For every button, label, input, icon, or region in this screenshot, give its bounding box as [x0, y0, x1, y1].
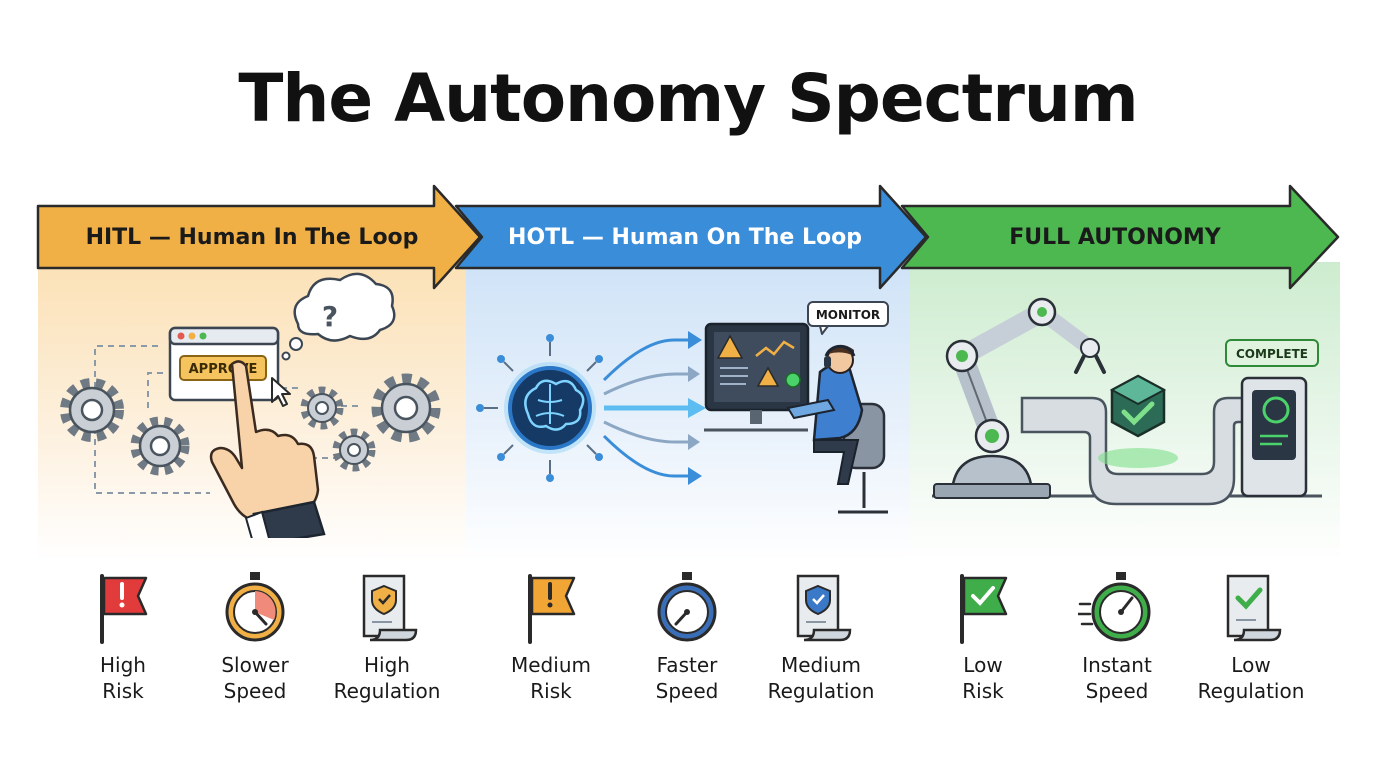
cube-package-icon: [1098, 374, 1178, 468]
hitl-stage-label: HITL — Human In The Loop: [85, 225, 419, 250]
question-mark-text: ?: [322, 300, 338, 333]
stopwatch-slow-icon: [225, 572, 285, 642]
cursor-icon: [271, 377, 291, 407]
monitor-desk: [704, 322, 810, 432]
gear-icon: [332, 428, 376, 472]
arrowhead-icons: [688, 331, 706, 485]
metric-line1: Faster: [656, 653, 718, 677]
red-flag-icon: [100, 574, 148, 644]
ai-brain-icon: [476, 334, 603, 482]
metric-line1: Instant: [1082, 653, 1152, 677]
metric-line1: Slower: [221, 653, 289, 677]
operator-person-icon: [786, 344, 888, 514]
regulation-scroll-check-icon: [1226, 574, 1282, 642]
metric-line2: Regulation: [767, 679, 875, 703]
robot-arm-icon: [933, 297, 1106, 499]
green-check-flag-icon: [960, 574, 1008, 644]
full-autonomy-stage-label: FULL AUTONOMY: [1009, 225, 1221, 250]
gear-icon: [300, 386, 344, 430]
stopwatch-instant-icon: [1078, 572, 1151, 642]
gear-icon: [130, 416, 190, 476]
metric-line2: Regulation: [1197, 679, 1305, 703]
regulation-scroll-icon: [796, 574, 852, 642]
hitl-arrow: [36, 184, 482, 290]
terminal-station-icon: [1240, 376, 1308, 498]
regulation-scroll-icon: [362, 574, 418, 642]
thought-bubble: ?: [281, 272, 396, 361]
warning-icon: [716, 334, 744, 359]
metric-line1: Medium: [511, 653, 591, 677]
pointing-hand-icon: [209, 360, 326, 538]
warning-icon: [756, 366, 780, 387]
browser-window: APPROVE: [168, 326, 280, 402]
metric-line1: High: [100, 653, 146, 677]
orange-flag-icon: [528, 574, 576, 644]
stopwatch-fast-icon: [657, 572, 717, 642]
gear-icon: [60, 378, 124, 442]
spectrum-arrows: [36, 184, 1340, 290]
metric-line2: Risk: [102, 679, 144, 703]
complete-tag: COMPLETE: [1225, 339, 1319, 367]
hitl-illustration: APPROVE ?: [60, 272, 441, 538]
monitor-tag-text: MONITOR: [816, 308, 880, 322]
status-light-icon: [785, 372, 801, 388]
metric-line1: Low: [963, 653, 1003, 677]
hotl-stage-label: HOTL — Human On The Loop: [508, 225, 862, 250]
monitor-tag: MONITOR: [807, 301, 889, 335]
full-autonomy-arrow: [900, 184, 1340, 290]
metric-line2: Speed: [223, 679, 287, 703]
metric-line2: Speed: [1085, 679, 1149, 703]
metric-line2: Regulation: [333, 679, 441, 703]
hotl-illustration: MONITOR: [476, 301, 889, 514]
data-flow-arrows: [602, 338, 688, 478]
page-title: The Autonomy Spectrum: [238, 60, 1138, 137]
metric-line1: High: [364, 653, 410, 677]
metric-line2: Risk: [962, 679, 1004, 703]
full-autonomy-illustration: COMPLETE: [932, 297, 1322, 506]
gear-icon: [371, 373, 441, 443]
complete-tag-text: COMPLETE: [1236, 347, 1308, 361]
hotl-arrow: [454, 184, 928, 290]
metric-line1: Low: [1231, 653, 1271, 677]
metric-line2: Risk: [530, 679, 572, 703]
metric-line1: Medium: [781, 653, 861, 677]
metric-line2: Speed: [655, 679, 719, 703]
